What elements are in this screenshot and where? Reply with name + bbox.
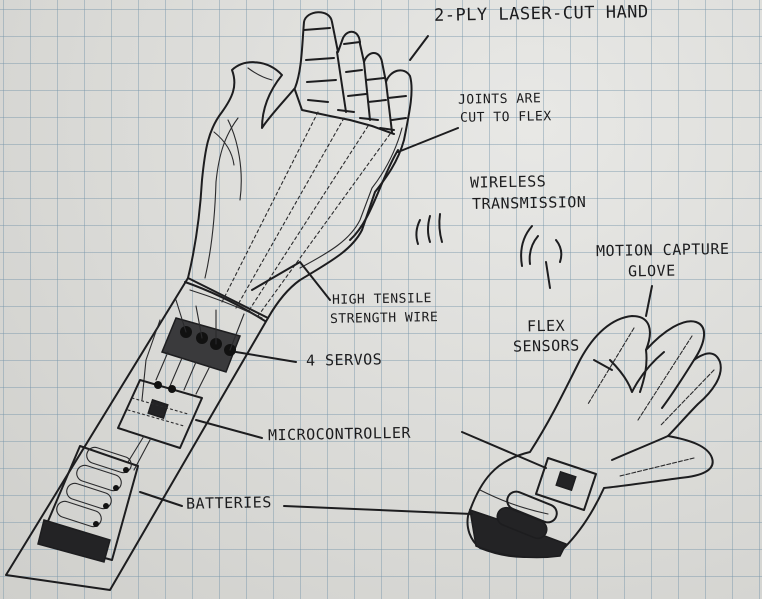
flex-sensor-strips: [587, 327, 715, 477]
wireless-signal-icon: [415, 213, 563, 289]
leader-flex-sensors: [593, 359, 613, 371]
glove-microcontroller: [535, 457, 597, 511]
label-wireless-line2: TRANSMISSION: [471, 193, 587, 213]
microcontroller-board: [117, 379, 203, 449]
hand-outline: [187, 11, 413, 319]
leader-hand: [409, 35, 429, 61]
label-wire-line1: HIGH TENSILE: [331, 291, 433, 308]
servo-block: [160, 299, 245, 373]
leader-servos: [235, 351, 297, 363]
label-batteries: BATTERIES: [185, 493, 272, 513]
leader-wire: [251, 261, 331, 301]
leader-batteries: [139, 491, 183, 507]
leader-glove-microcontroller: [461, 431, 547, 469]
label-wire-line2: STRENGTH WIRE: [329, 310, 439, 327]
glove-battery: [496, 490, 558, 540]
leader-lines: [139, 35, 653, 515]
leader-glove-batteries: [283, 505, 473, 515]
leader-joints: [397, 127, 459, 153]
battery-pack: [37, 445, 139, 563]
label-laser-cut-hand: 2-PLY LASER-CUT HAND: [433, 2, 649, 26]
label-wireless-line1: WIRELESS: [469, 172, 547, 192]
leader-glove: [645, 285, 653, 317]
label-joints-line1: JOINTS ARE: [457, 91, 542, 108]
label-flex-line2: SENSORS: [512, 336, 580, 356]
motion-capture-glove-drawing: [466, 315, 722, 559]
label-servos: 4 SERVOS: [305, 350, 383, 370]
label-glove-line2: GLOVE: [627, 261, 676, 281]
label-flex-line1: FLEX: [526, 316, 566, 336]
label-microcontroller: MICROCONTROLLER: [267, 423, 412, 445]
glove-outline: [466, 315, 722, 558]
label-glove-line1: MOTION CAPTURE: [595, 239, 730, 261]
wrist-band: [184, 281, 266, 322]
robotic-arm-drawing: [5, 11, 413, 591]
label-joints-line2: CUT TO FLEX: [459, 109, 552, 126]
leader-microcontroller: [195, 419, 263, 439]
